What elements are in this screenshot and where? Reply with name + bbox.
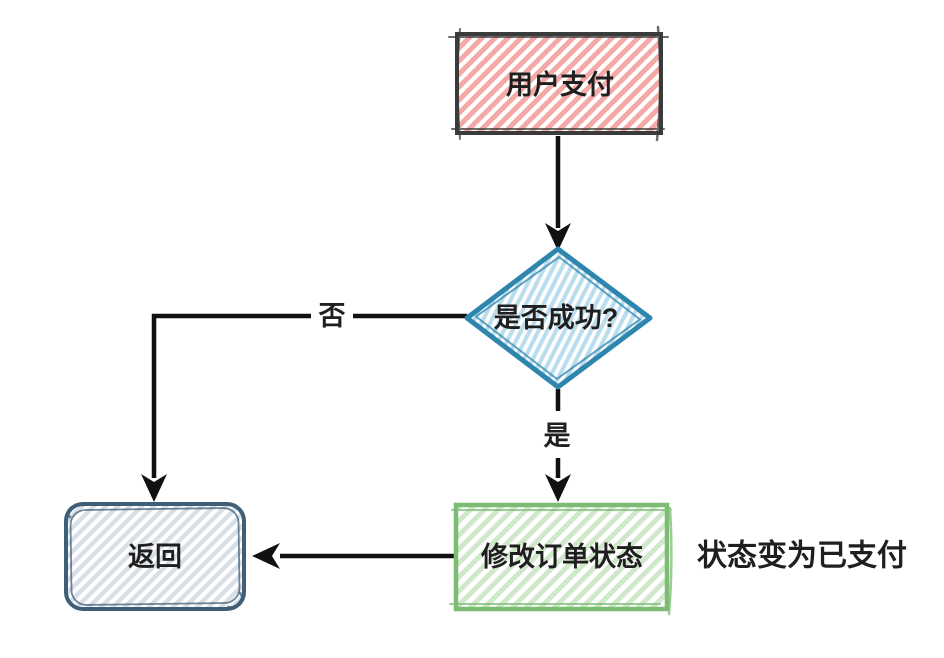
node-return: 返回	[64, 502, 246, 611]
edge-label-background	[538, 411, 577, 458]
annotation-text: 状态变为已支付	[697, 539, 907, 573]
edge-decision-to-return: 否	[141, 292, 467, 502]
node-start-sketch-lines	[448, 25, 669, 142]
node-return-box	[64, 502, 246, 611]
node-start: 用户支付	[448, 25, 669, 142]
node-decision-label: 是否成功?	[494, 303, 619, 333]
node-decision-sketch-line	[475, 256, 641, 380]
edge-update-to-return	[252, 543, 454, 569]
node-return-corner-squiggles	[66, 503, 244, 609]
node-update: 修改订单状态	[449, 502, 673, 616]
node-decision: 是否成功?	[464, 246, 653, 390]
arrowhead-left-icon	[252, 543, 280, 569]
arrowhead-down-icon	[141, 474, 167, 502]
edge-decision-to-update: 是	[538, 389, 577, 502]
edge-label-background	[311, 292, 353, 336]
node-return-label: 返回	[128, 542, 182, 572]
arrowhead-down-icon	[545, 223, 571, 251]
node-update-sketch-lines	[449, 506, 673, 616]
edge-line	[151, 313, 467, 478]
node-decision-diamond	[464, 246, 653, 390]
node-update-label: 修改订单状态	[480, 542, 643, 572]
edge-label-yes: 是	[544, 421, 571, 451]
node-start-label: 用户支付	[506, 69, 614, 100]
edge-start-to-decision	[545, 136, 571, 251]
node-update-box	[453, 502, 670, 612]
edge-label-no: 否	[319, 301, 346, 331]
arrowhead-down-icon	[545, 474, 571, 502]
node-return-sketch-line	[69, 507, 241, 606]
